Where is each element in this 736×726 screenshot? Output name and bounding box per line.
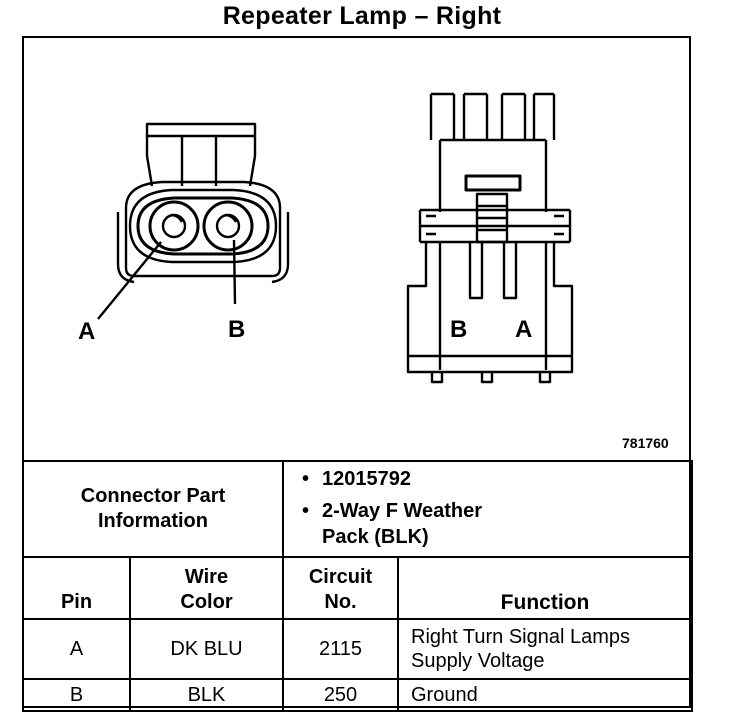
header-circuit-no-text: Circuit No.: [308, 566, 373, 613]
connector-rear-view: [406, 92, 574, 384]
connector-table: Connector Part Information 12015792 2-Wa…: [22, 460, 693, 712]
connector-info-label-text: Connector Part Information: [80, 485, 226, 532]
rear-pin-label-a: A: [515, 316, 533, 343]
rear-pin-label-b: B: [450, 316, 468, 343]
row-b-circuit-no: 250: [282, 678, 399, 712]
front-pin-label-a: A: [78, 318, 96, 345]
header-circuit-no: Circuit No.: [282, 556, 399, 620]
front-cavity-b: [202, 200, 254, 252]
row-b-function: Ground: [397, 678, 693, 712]
row-a-function: Right Turn Signal Lamps Supply Voltage: [397, 618, 693, 680]
table-row: A DK BLU 2115 Right Turn Signal Lamps Su…: [22, 618, 693, 680]
row-a-pin: A: [22, 618, 131, 680]
table-row: B BLK 250 Ground: [22, 678, 693, 712]
front-pin-label-b: B: [228, 316, 246, 343]
row-a-wire-color: DK BLU: [129, 618, 284, 680]
header-pin: Pin: [22, 556, 131, 620]
row-b-wire-color: BLK: [129, 678, 284, 712]
front-cavity-a: [148, 200, 200, 252]
connector-front-view: [97, 122, 290, 320]
connector-info-row: Connector Part Information 12015792 2-Wa…: [22, 460, 693, 558]
row-a-function-text: Right Turn Signal Lamps Supply Voltage: [411, 626, 631, 672]
connector-info-values: 12015792 2-Way F Weather Pack (BLK): [282, 460, 693, 558]
connector-type: 2-Way F Weather Pack (BLK): [302, 498, 522, 550]
connector-info-label: Connector Part Information: [22, 460, 284, 558]
row-b-pin: B: [22, 678, 131, 712]
row-a-circuit-no: 2115: [282, 618, 399, 680]
header-wire-color: Wire Color: [129, 556, 284, 620]
table-header-row: Pin Wire Color Circuit No. Function: [22, 556, 693, 620]
figure-id: 781760: [622, 435, 669, 451]
diagram-title: Repeater Lamp – Right: [222, 2, 502, 30]
header-function: Function: [397, 556, 693, 620]
part-number: 12015792: [302, 466, 691, 492]
header-wire-color-text: Wire Color: [180, 566, 233, 613]
connector-illustration: [97, 92, 574, 384]
